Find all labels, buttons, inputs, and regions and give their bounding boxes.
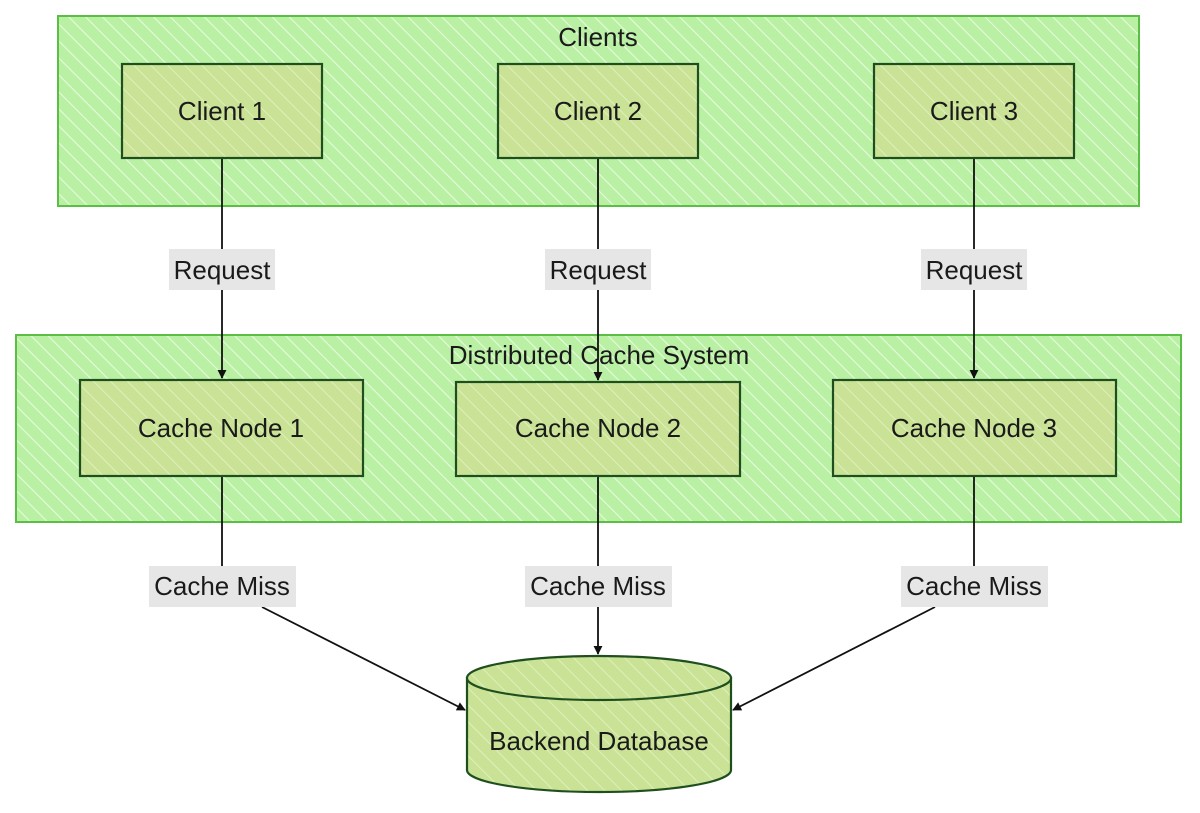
miss-label-3: Cache Miss — [901, 566, 1048, 607]
client-node-3-label: Client 3 — [930, 96, 1018, 126]
client-node-2-label: Client 2 — [554, 96, 642, 126]
cache-node-2-label: Cache Node 2 — [515, 413, 681, 443]
cache-group-title: Distributed Cache System — [449, 340, 750, 370]
cache-node-1-box[interactable] — [78, 378, 365, 478]
cache-node-3-label: Cache Node 3 — [891, 413, 1057, 443]
cache-node-1-label: Cache Node 1 — [138, 413, 304, 443]
miss-label-2-text: Cache Miss — [530, 571, 666, 601]
request-label-1: Request — [169, 249, 275, 290]
request-label-1-bg — [169, 249, 275, 290]
database-top — [465, 654, 733, 702]
backend-database[interactable]: Backend Database — [465, 654, 733, 794]
request-label-3-bg — [921, 249, 1027, 290]
miss-label-1-bg — [149, 566, 296, 607]
cache-node-2[interactable]: Cache Node 2 — [454, 380, 742, 478]
database-body[interactable] — [465, 676, 733, 794]
request-label-2-bg — [545, 249, 651, 290]
miss-label-2-bg — [525, 566, 672, 607]
client-node-3-box[interactable] — [872, 62, 1076, 160]
clients-group-title: Clients — [558, 22, 637, 52]
miss-edge-3[interactable] — [733, 477, 975, 710]
miss-label-2: Cache Miss — [525, 566, 672, 607]
miss-edges — [221, 477, 975, 710]
client-node-1-box[interactable] — [120, 62, 324, 160]
miss-label-3-text: Cache Miss — [906, 571, 1042, 601]
client-node-2-box[interactable] — [496, 62, 700, 160]
request-label-3: Request — [921, 249, 1027, 290]
miss-label-1: Cache Miss — [149, 566, 296, 607]
request-label-1-text: Request — [174, 255, 272, 285]
client-node-3[interactable]: Client 3 — [872, 62, 1076, 160]
request-label-2-text: Request — [550, 255, 648, 285]
client-node-1[interactable]: Client 1 — [120, 62, 324, 160]
request-label-3-text: Request — [926, 255, 1024, 285]
database-label: Backend Database — [489, 726, 709, 756]
request-label-2: Request — [545, 249, 651, 290]
miss-edge-1[interactable] — [221, 477, 465, 710]
cache-node-3[interactable]: Cache Node 3 — [831, 378, 1118, 478]
cache-node-2-box[interactable] — [454, 380, 742, 478]
miss-label-1-text: Cache Miss — [154, 571, 290, 601]
cache-node-3-box[interactable] — [831, 378, 1118, 478]
client-node-1-label: Client 1 — [178, 96, 266, 126]
client-node-2[interactable]: Client 2 — [496, 62, 700, 160]
cache-node-1[interactable]: Cache Node 1 — [78, 378, 365, 478]
miss-label-3-bg — [901, 566, 1048, 607]
